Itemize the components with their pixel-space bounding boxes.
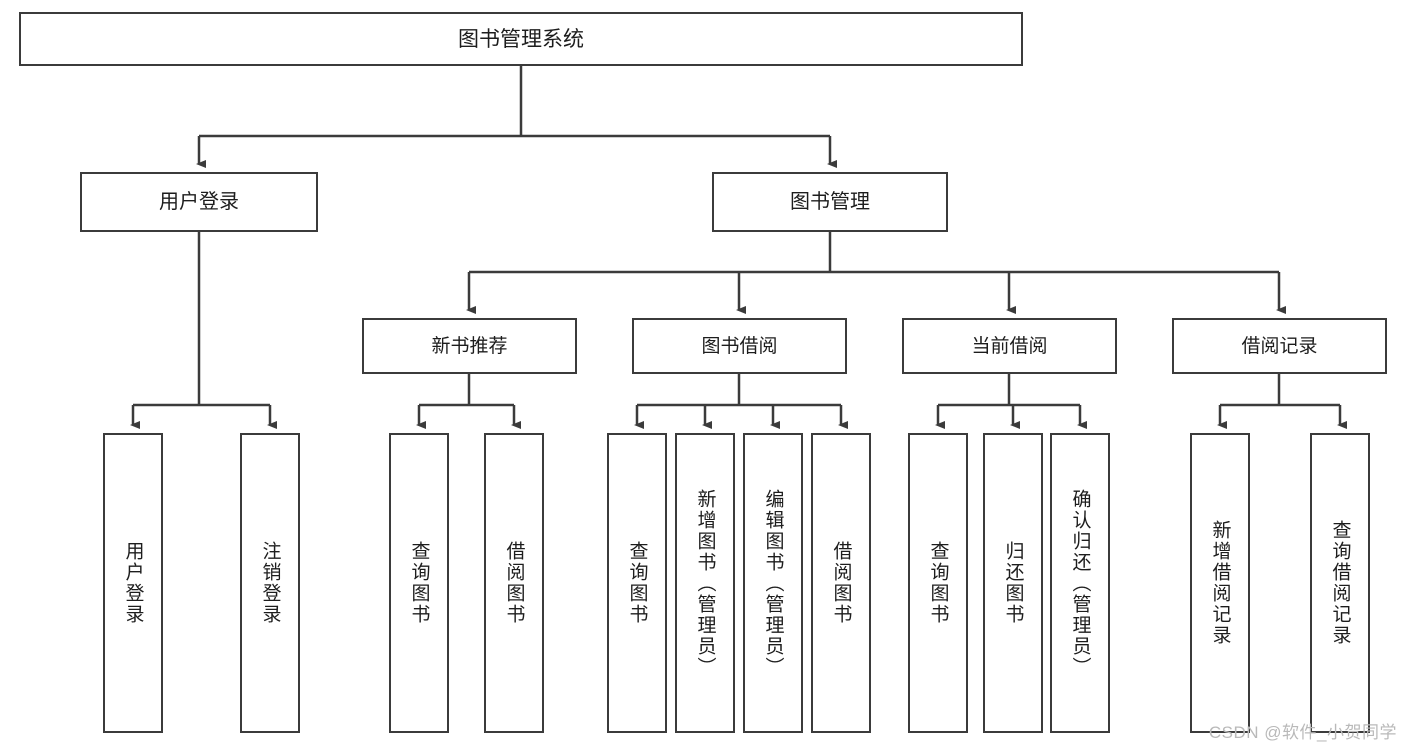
node-borrow-record[interactable]: 借阅记录 [1172, 318, 1387, 374]
node-label: 查询借阅记录 [1329, 520, 1351, 646]
node-label: 借阅图书 [503, 541, 525, 625]
node-label: 借阅记录 [1241, 335, 1318, 357]
node-label: 当前借阅 [971, 335, 1048, 357]
leaf-borrow-book[interactable]: 借阅图书 [811, 433, 871, 733]
leaf-query-borrow-record[interactable]: 查询借阅记录 [1310, 433, 1370, 733]
leaf-add-book[interactable]: 新增图书（管理员） [675, 433, 735, 733]
leaf-query-book-current[interactable]: 查询图书 [908, 433, 968, 733]
node-label: 新书推荐 [431, 335, 508, 357]
node-new-book-rec[interactable]: 新书推荐 [362, 318, 577, 374]
node-root-system[interactable]: 图书管理系统 [19, 12, 1023, 66]
node-label: 新增图书（管理员） [694, 488, 716, 678]
watermark-text: CSDN @软件_小贺同学 [1208, 723, 1397, 742]
node-current-borrow[interactable]: 当前借阅 [902, 318, 1117, 374]
leaf-user-login[interactable]: 用户登录 [103, 433, 163, 733]
node-label: 图书借阅 [701, 335, 778, 357]
leaf-confirm-return[interactable]: 确认归还（管理员） [1050, 433, 1110, 733]
leaf-add-borrow-record[interactable]: 新增借阅记录 [1190, 433, 1250, 733]
node-label: 用户登录 [159, 191, 239, 213]
node-book-borrow[interactable]: 图书借阅 [632, 318, 847, 374]
node-user-login[interactable]: 用户登录 [80, 172, 318, 232]
node-label: 图书管理系统 [458, 27, 584, 51]
node-label: 归还图书 [1002, 541, 1024, 625]
node-label: 注销登录 [259, 541, 281, 625]
node-label: 确认归还（管理员） [1069, 488, 1091, 678]
leaf-user-logout[interactable]: 注销登录 [240, 433, 300, 733]
node-label: 新增借阅记录 [1209, 520, 1231, 646]
node-label: 查询图书 [626, 541, 648, 625]
node-label: 编辑图书（管理员） [762, 488, 784, 678]
leaf-borrow-book-rec[interactable]: 借阅图书 [484, 433, 544, 733]
node-label: 查询图书 [927, 541, 949, 625]
leaf-edit-book[interactable]: 编辑图书（管理员） [743, 433, 803, 733]
node-label: 借阅图书 [830, 541, 852, 625]
leaf-query-book-rec[interactable]: 查询图书 [389, 433, 449, 733]
node-book-manage[interactable]: 图书管理 [712, 172, 948, 232]
leaf-return-book[interactable]: 归还图书 [983, 433, 1043, 733]
node-label: 用户登录 [122, 541, 144, 625]
leaf-query-book-borrow[interactable]: 查询图书 [607, 433, 667, 733]
node-label: 图书管理 [790, 191, 870, 213]
node-label: 查询图书 [408, 541, 430, 625]
